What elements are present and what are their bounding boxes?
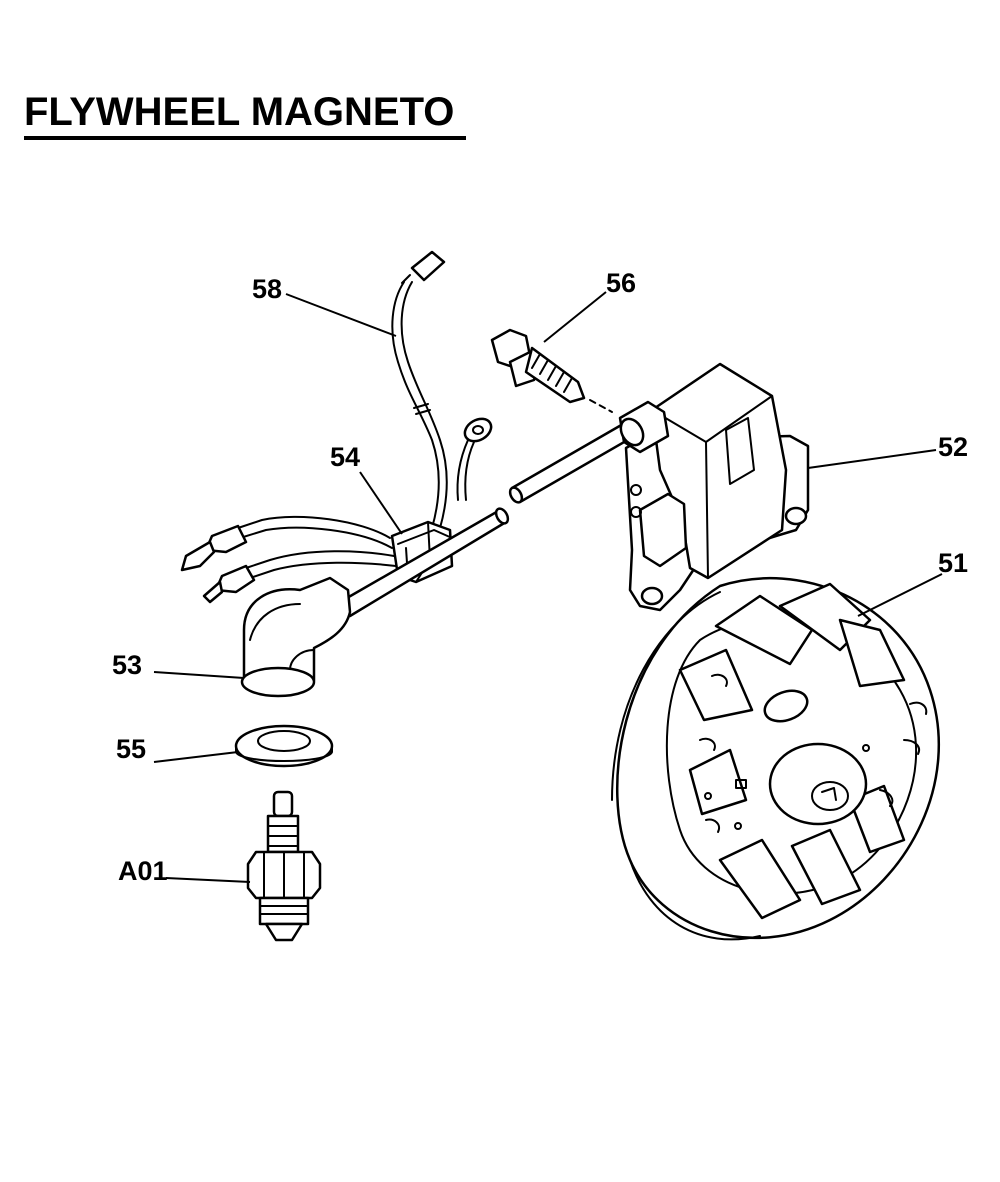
part-53-plug-cap	[240, 576, 352, 698]
callout-52: 52	[938, 432, 968, 462]
part-55-washer	[234, 724, 334, 768]
callout-58: 58	[252, 274, 282, 304]
callout-54: 54	[330, 442, 360, 472]
callout-55: 55	[116, 734, 146, 764]
callout-56: 56	[606, 268, 636, 298]
part-A01-spark-plug	[246, 790, 322, 942]
leader-lines	[153, 291, 943, 883]
part-52-ignition-coil	[618, 362, 810, 612]
callout-A01: A01	[118, 856, 168, 886]
part-58-wire-harness	[180, 250, 493, 604]
high-tension-cable	[338, 418, 640, 618]
part-56-bolt	[490, 328, 613, 413]
callout-51: 51	[938, 548, 968, 578]
part-51-flywheel	[611, 577, 940, 941]
diagram-title: FLYWHEEL MAGNETO	[24, 88, 467, 140]
callout-53: 53	[112, 650, 142, 680]
